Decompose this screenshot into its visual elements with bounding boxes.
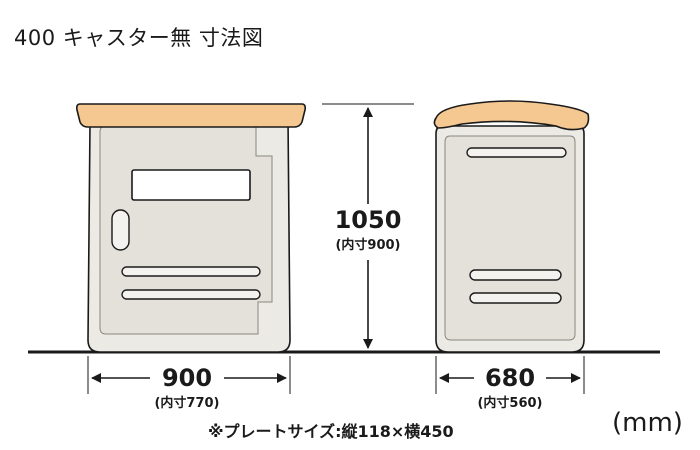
width-label: 900 (内寸770) — [144, 364, 230, 411]
plate-window — [131, 169, 251, 201]
depth-label: 680 (内寸560) — [468, 364, 552, 411]
side-vent — [469, 292, 562, 304]
side-vent — [466, 147, 567, 158]
side-inner-panel — [444, 135, 576, 341]
width-sub: (内寸770) — [154, 396, 220, 411]
front-vent — [121, 266, 261, 277]
plate-size-note: ※プレートサイズ:縦118×横450 — [208, 422, 454, 441]
height-label: 1050 (内寸900) — [324, 206, 412, 253]
front-handle — [111, 209, 130, 251]
depth-main: 680 — [484, 364, 536, 392]
depth-sub: (内寸560) — [477, 396, 543, 411]
side-vent — [469, 269, 562, 281]
front-vent — [121, 289, 261, 300]
diagram-title: 400 キャスター無 寸法図 — [14, 26, 264, 50]
height-main: 1050 — [334, 206, 402, 234]
front-view-box — [76, 103, 306, 353]
side-lid — [433, 100, 590, 131]
unit-label: (mm) — [612, 408, 683, 438]
width-main: 900 — [161, 364, 213, 392]
height-sub: (内寸900) — [335, 238, 401, 253]
side-view-box — [433, 100, 590, 353]
front-lid — [76, 103, 306, 128]
